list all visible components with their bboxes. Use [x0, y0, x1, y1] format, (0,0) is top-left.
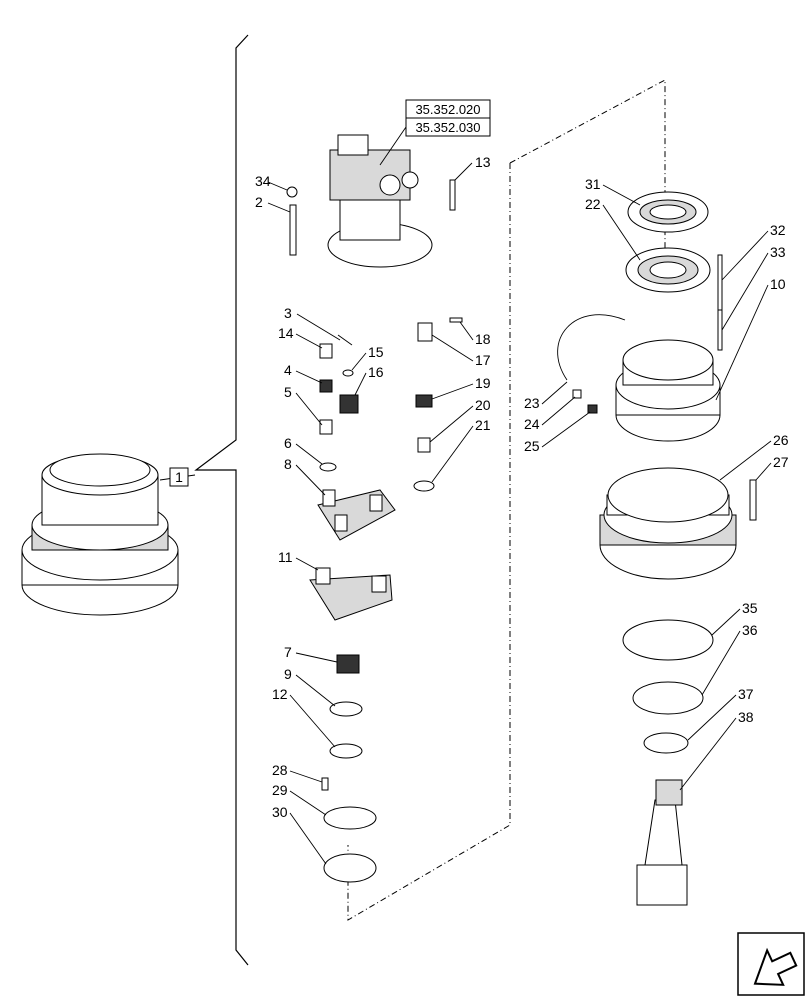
- callout-23: 23: [524, 395, 540, 411]
- bearing-22: [625, 247, 711, 293]
- callout-20: 20: [475, 397, 491, 413]
- callout-15: 15: [368, 344, 384, 360]
- callout-3: 3: [284, 305, 292, 321]
- swing-reducer-assembly: [21, 453, 179, 616]
- bolt-27: [749, 479, 757, 521]
- assembly-callout: 1: [175, 469, 183, 485]
- callout-32: 32: [770, 222, 786, 238]
- ring-gear-26: [599, 467, 737, 580]
- gear-4: [319, 379, 333, 393]
- seal-36: [632, 681, 704, 715]
- swing-motor: [327, 134, 433, 268]
- washer-21: [413, 480, 435, 492]
- callout-19: 19: [475, 375, 491, 391]
- washer-12: [329, 743, 363, 759]
- pinion-shaft-38: [636, 779, 688, 906]
- washer-9: [329, 701, 363, 717]
- washer-6: [319, 462, 337, 472]
- callout-27: 27: [773, 454, 789, 470]
- callout-16: 16: [368, 364, 384, 380]
- callout-28: 28: [272, 762, 288, 778]
- callout-6: 6: [284, 435, 292, 451]
- callout-5: 5: [284, 384, 292, 400]
- callout-30: 30: [272, 804, 288, 820]
- callout-33: 33: [770, 244, 786, 260]
- housing-10: [615, 339, 721, 442]
- callout-22: 22: [585, 196, 601, 212]
- callout-18: 18: [475, 331, 491, 347]
- o-ring-37: [643, 732, 689, 754]
- plate-30: [323, 853, 377, 883]
- callout-7: 7: [284, 644, 292, 660]
- bushing-17: [417, 322, 433, 342]
- dipstick-32: [717, 254, 723, 311]
- ref-label-1: 35.352.020: [415, 102, 480, 117]
- hose-23: [557, 314, 626, 381]
- callout-36: 36: [742, 622, 758, 638]
- pipe-33: [717, 309, 723, 351]
- bolt-2: [289, 204, 297, 256]
- planet-carrier-11: [309, 567, 393, 621]
- gear-16: [339, 394, 359, 414]
- gear-19: [415, 394, 433, 408]
- callout-4: 4: [284, 362, 292, 378]
- arrow-back-icon[interactable]: [737, 932, 805, 996]
- callout-34: 34: [255, 173, 271, 189]
- callout-25: 25: [524, 438, 540, 454]
- right-callouts: 31 22 32 33 10 23 24 25 26 27 35 36 37 3…: [524, 176, 789, 791]
- callout-12: 12: [272, 686, 288, 702]
- assembly-bracket: [194, 34, 249, 966]
- nut-34: [286, 186, 298, 198]
- screw-28: [321, 777, 329, 791]
- callout-9: 9: [284, 666, 292, 682]
- callout-13: 13: [475, 154, 491, 170]
- cap-25: [587, 404, 598, 414]
- callout-17: 17: [475, 352, 491, 368]
- ref-label-2: 35.352.030: [415, 120, 480, 135]
- callout-21: 21: [475, 417, 491, 433]
- plate-29: [323, 806, 377, 830]
- callout-8: 8: [284, 456, 292, 472]
- callout-37: 37: [738, 686, 754, 702]
- callout-35: 35: [742, 600, 758, 616]
- left-callouts: 3 14 4 5 6 8 11 7 9 12 28 29 30: [272, 305, 341, 865]
- callout-10: 10: [770, 276, 786, 292]
- callout-31: 31: [585, 176, 601, 192]
- seal-35: [622, 619, 714, 661]
- assembly-callout-box: [169, 467, 189, 487]
- callout-26: 26: [773, 432, 789, 448]
- callout-29: 29: [272, 782, 288, 798]
- bushing-20: [417, 437, 431, 453]
- washer-15: [342, 369, 354, 377]
- bolt-13: [449, 179, 456, 211]
- callout-24: 24: [524, 416, 540, 432]
- bushing-5: [319, 419, 333, 435]
- sun-gear-7: [336, 654, 360, 674]
- callout-2: 2: [255, 194, 263, 210]
- pin-18: [449, 317, 463, 323]
- planet-carrier-8: [317, 489, 396, 541]
- callout-14: 14: [278, 325, 294, 341]
- callout-11: 11: [278, 549, 293, 565]
- bearing-31: [627, 191, 709, 233]
- bushing-14: [319, 343, 333, 359]
- callout-38: 38: [738, 709, 754, 725]
- middle-callouts: 15 16 18 17 19 20 21: [351, 321, 491, 483]
- fitting-24: [572, 389, 582, 399]
